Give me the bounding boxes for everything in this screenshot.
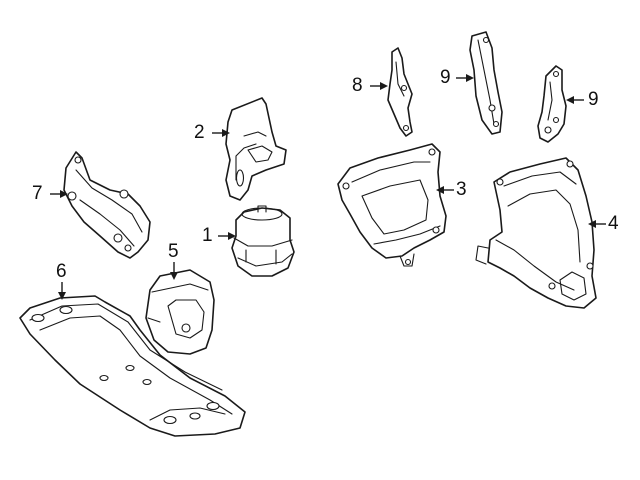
arrowhead-2 <box>222 129 230 137</box>
arrowhead-5 <box>170 272 178 280</box>
part-7-bracket <box>63 151 151 259</box>
arrowhead-3 <box>436 186 444 194</box>
part-5-mount <box>145 269 215 355</box>
arrowhead-8 <box>380 82 388 90</box>
arrowhead-7 <box>60 190 68 198</box>
callout-2-label: 2 <box>194 122 205 143</box>
part-1-engine-mount <box>231 205 295 277</box>
callout-leaders <box>50 74 606 300</box>
arrowhead-9a <box>466 74 474 82</box>
part-3-mount-bracket <box>337 143 447 267</box>
callout-6-label: 6 <box>56 261 67 282</box>
callout-8-label: 8 <box>352 75 363 96</box>
arrowhead-4 <box>588 220 596 228</box>
callout-1-label: 1 <box>202 225 213 246</box>
arrowhead-1 <box>228 232 236 240</box>
part-9-bracket-left <box>469 31 503 135</box>
part-4-large-bracket <box>475 157 597 309</box>
callout-7-label: 7 <box>32 183 43 204</box>
arrowhead-6 <box>58 292 66 300</box>
arrowhead-9b <box>566 96 574 104</box>
callout-9a-label: 9 <box>440 67 451 88</box>
part-2-bracket <box>225 97 287 201</box>
callout-4-label: 4 <box>608 213 619 234</box>
part-8-small-bracket <box>387 47 413 137</box>
callout-9b-label: 9 <box>588 89 599 110</box>
part-9-bracket-right <box>537 65 567 143</box>
part-6-crossmember <box>19 295 246 437</box>
callout-5-label: 5 <box>168 241 179 262</box>
callout-3-label: 3 <box>456 179 467 200</box>
